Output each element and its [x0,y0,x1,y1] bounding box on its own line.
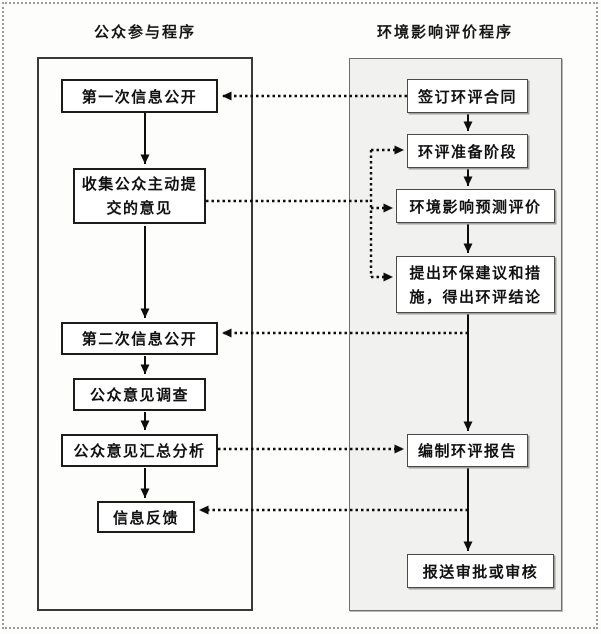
node-second-info-disclosure: 第二次信息公开 [61,322,218,355]
node-information-feedback: 信息反馈 [97,501,195,533]
node-submit-for-approval: 报送审批或审核 [407,554,554,588]
solid-flow-arrows [140,113,473,551]
node-collect-public-opinions: 收集公众主动提交的意见 [73,168,206,224]
dotted-feedback-arrows [199,91,468,515]
node-impact-prediction-assessment: 环境影响预测评价 [396,189,555,223]
node-opinion-summary-analysis: 公众意见汇总分析 [61,434,218,467]
node-eia-preparation-stage: 环评准备阶段 [407,134,528,168]
right-column-title: 环境影响评价程序 [376,23,513,41]
node-first-info-disclosure: 第一次信息公开 [61,79,218,113]
left-column-title: 公众参与程序 [93,23,196,41]
node-sign-eia-contract: 签订环评合同 [407,79,528,113]
node-public-opinion-survey: 公众意见调查 [73,378,206,411]
node-propose-measures-conclusion: 提出环保建议和措施，得出环评结论 [396,256,555,313]
node-compile-eia-report: 编制环评报告 [407,434,528,467]
